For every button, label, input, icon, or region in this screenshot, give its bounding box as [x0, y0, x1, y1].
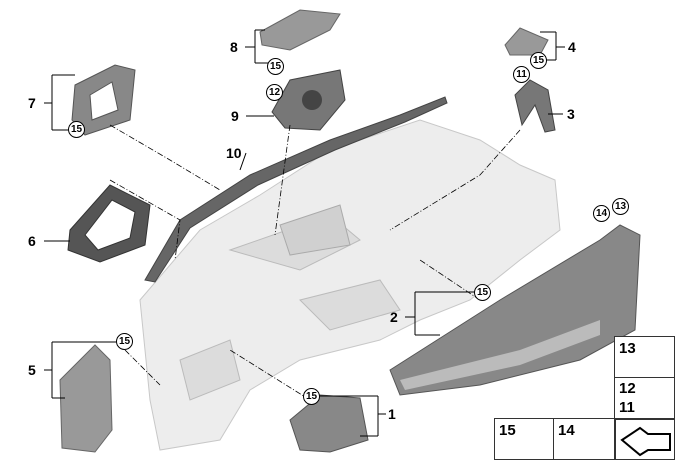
callout-6: 6	[28, 233, 36, 249]
callout-5: 5	[28, 362, 36, 378]
callout-3: 3	[567, 106, 575, 122]
callout-4: 4	[568, 39, 576, 55]
part-8-speaker-grille	[259, 9, 341, 51]
legend-label-13: 13	[619, 340, 636, 357]
part-10-trim-strip	[144, 96, 448, 283]
legend-label-14: 14	[558, 422, 575, 439]
callout-10: 10	[226, 145, 242, 161]
arrow-symbol	[620, 426, 671, 457]
part-2-trim-panel	[389, 224, 641, 396]
callout-2: 2	[390, 309, 398, 325]
circled-15-part5: 15	[116, 333, 133, 350]
legend-box-clip-15: 15	[494, 418, 555, 460]
part-5-side-trim	[59, 344, 113, 453]
part-7-trim-frame	[71, 64, 136, 136]
callout-8: 8	[230, 39, 238, 55]
legend-box-screw-13: 13	[614, 336, 675, 379]
circled-14-part2: 14	[593, 205, 610, 222]
legend-box-screw-12-11: 12 11	[614, 377, 675, 420]
callout-7: 7	[28, 95, 36, 111]
circled-13-part2: 13	[612, 198, 629, 215]
circled-15-part7: 15	[68, 121, 85, 138]
circled-15-part8: 15	[267, 58, 284, 75]
callout-9: 9	[231, 108, 239, 124]
circled-11-part3: 11	[513, 66, 530, 83]
legend-label-12: 12	[619, 380, 636, 397]
legend-label-11: 11	[619, 399, 635, 416]
legend-box-arrow	[614, 418, 675, 460]
legend-box-nut-14: 14	[553, 418, 616, 460]
part-6-frame	[67, 184, 151, 263]
circled-15-part2: 15	[474, 284, 491, 301]
callout-1: 1	[388, 406, 396, 422]
part-3-bracket	[514, 79, 556, 133]
legend-label-15: 15	[499, 422, 516, 439]
part-4-cover	[504, 27, 549, 56]
part-1-trim	[289, 394, 369, 453]
circled-12-part9: 12	[266, 84, 283, 101]
circled-15-part1: 15	[303, 388, 320, 405]
circled-15-part4: 15	[530, 52, 547, 69]
